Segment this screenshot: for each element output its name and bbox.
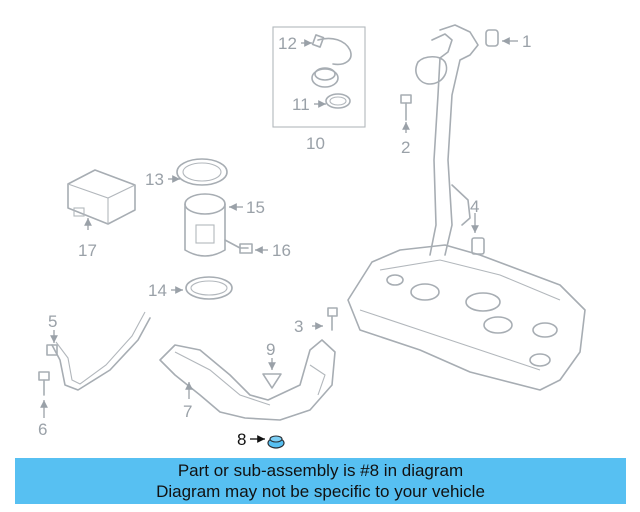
callout-1: 1: [522, 32, 531, 51]
lock-ring-13[interactable]: [176, 158, 228, 186]
filler-neck[interactable]: [415, 24, 499, 256]
banner-line-1: Part or sub-assembly is #8 in diagram: [177, 461, 464, 480]
banner-line-2: Diagram may not be specific to your vehi…: [156, 482, 485, 501]
heat-shield-7[interactable]: [159, 339, 336, 421]
grommet-8[interactable]: [267, 435, 285, 449]
fuel-pump-15[interactable]: [184, 193, 249, 257]
callout-labels: 1 2 3 4 5 6 7 8 9 10 11 12 13 14 15 16 1…: [38, 32, 531, 449]
bolt-3[interactable]: [327, 307, 338, 331]
warning-label-9[interactable]: [262, 373, 282, 389]
cap-kit-box[interactable]: [272, 26, 366, 128]
callout-5: 5: [48, 312, 57, 331]
strap-5[interactable]: [46, 311, 151, 391]
sender-16[interactable]: [239, 243, 253, 254]
callout-15: 15: [246, 198, 265, 217]
callout-12: 12: [278, 34, 297, 53]
callout-16: 16: [272, 241, 291, 260]
callout-7: 7: [183, 402, 192, 421]
info-banner: Part or sub-assembly is #8 in diagram Di…: [15, 458, 626, 504]
clip-4[interactable]: [471, 237, 485, 255]
callout-11: 11: [292, 95, 310, 114]
callout-4: 4: [470, 197, 479, 216]
bolt-2[interactable]: [400, 94, 412, 121]
callout-17: 17: [78, 241, 97, 260]
control-module-17[interactable]: [67, 169, 136, 225]
callout-6: 6: [38, 420, 47, 439]
seal-14[interactable]: [185, 276, 233, 300]
callout-13: 13: [145, 170, 164, 189]
bolt-6[interactable]: [38, 371, 50, 396]
callout-2: 2: [401, 138, 410, 157]
fuel-tank[interactable]: [347, 244, 586, 391]
callout-10: 10: [306, 134, 325, 153]
callout-9: 9: [266, 340, 275, 359]
callout-14: 14: [148, 281, 167, 300]
callout-8: 8: [237, 430, 246, 449]
leader-lines: [40, 37, 518, 443]
callout-3: 3: [294, 317, 303, 336]
